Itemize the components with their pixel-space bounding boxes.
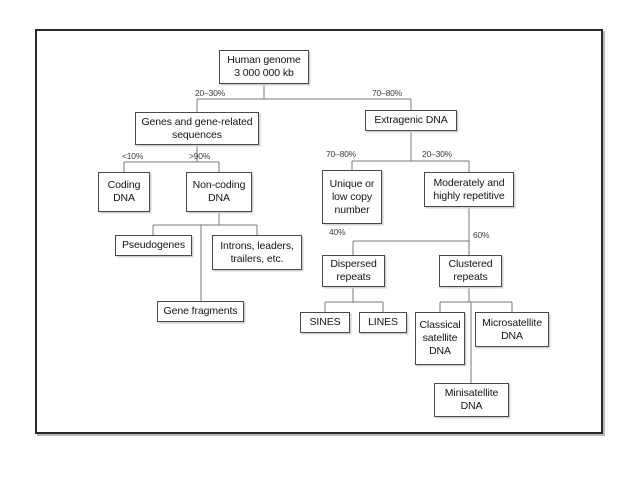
node-sines[interactable]: SINES — [300, 312, 350, 333]
genome-organization-diagram: Human genome 3 000 000 kb Genes and gene… — [37, 31, 601, 432]
edge-label-20-30-genes: 20–30% — [195, 88, 225, 98]
edge-label-70-80-unique: 70–80% — [326, 149, 356, 159]
node-clustered-repeats[interactable]: Clustered repeats — [439, 255, 502, 287]
edge-label-60-clustered: 60% — [473, 230, 490, 240]
edge-label-40-dispersed: 40% — [329, 227, 346, 237]
node-human-genome[interactable]: Human genome 3 000 000 kb — [219, 50, 309, 84]
node-coding-dna[interactable]: Coding DNA — [98, 172, 150, 212]
edge-label-gt-90-noncoding: >90% — [189, 151, 211, 161]
node-pseudogenes[interactable]: Pseudogenes — [115, 235, 192, 256]
node-classical-satellite-dna[interactable]: Classical satellite DNA — [415, 312, 465, 365]
edge-label-70-80-extragenic: 70–80% — [372, 88, 402, 98]
node-unique-or-low-copy-number[interactable]: Unique or low copy number — [322, 170, 382, 224]
node-dispersed-repeats[interactable]: Dispersed repeats — [322, 255, 385, 287]
node-microsatellite-dna[interactable]: Microsatellite DNA — [475, 312, 549, 347]
node-non-coding-dna[interactable]: Non-coding DNA — [186, 172, 252, 212]
node-introns-leaders-trailers[interactable]: Introns, leaders, trailers, etc. — [212, 235, 302, 270]
node-genes-and-gene-related[interactable]: Genes and gene-related sequences — [135, 112, 259, 145]
node-gene-fragments[interactable]: Gene fragments — [157, 301, 244, 322]
node-moderately-and-highly-repetitive[interactable]: Moderately and highly repetitive — [424, 172, 514, 207]
connector-lines — [123, 84, 513, 383]
edge-label-lt-10-coding: <10% — [122, 151, 144, 161]
slide-frame: Human genome 3 000 000 kb Genes and gene… — [35, 29, 603, 434]
node-extragenic-dna[interactable]: Extragenic DNA — [365, 110, 457, 131]
node-lines[interactable]: LINES — [359, 312, 407, 333]
node-minisatellite-dna[interactable]: Minisatellite DNA — [434, 383, 509, 417]
edge-label-20-30-repetitive: 20–30% — [422, 149, 452, 159]
